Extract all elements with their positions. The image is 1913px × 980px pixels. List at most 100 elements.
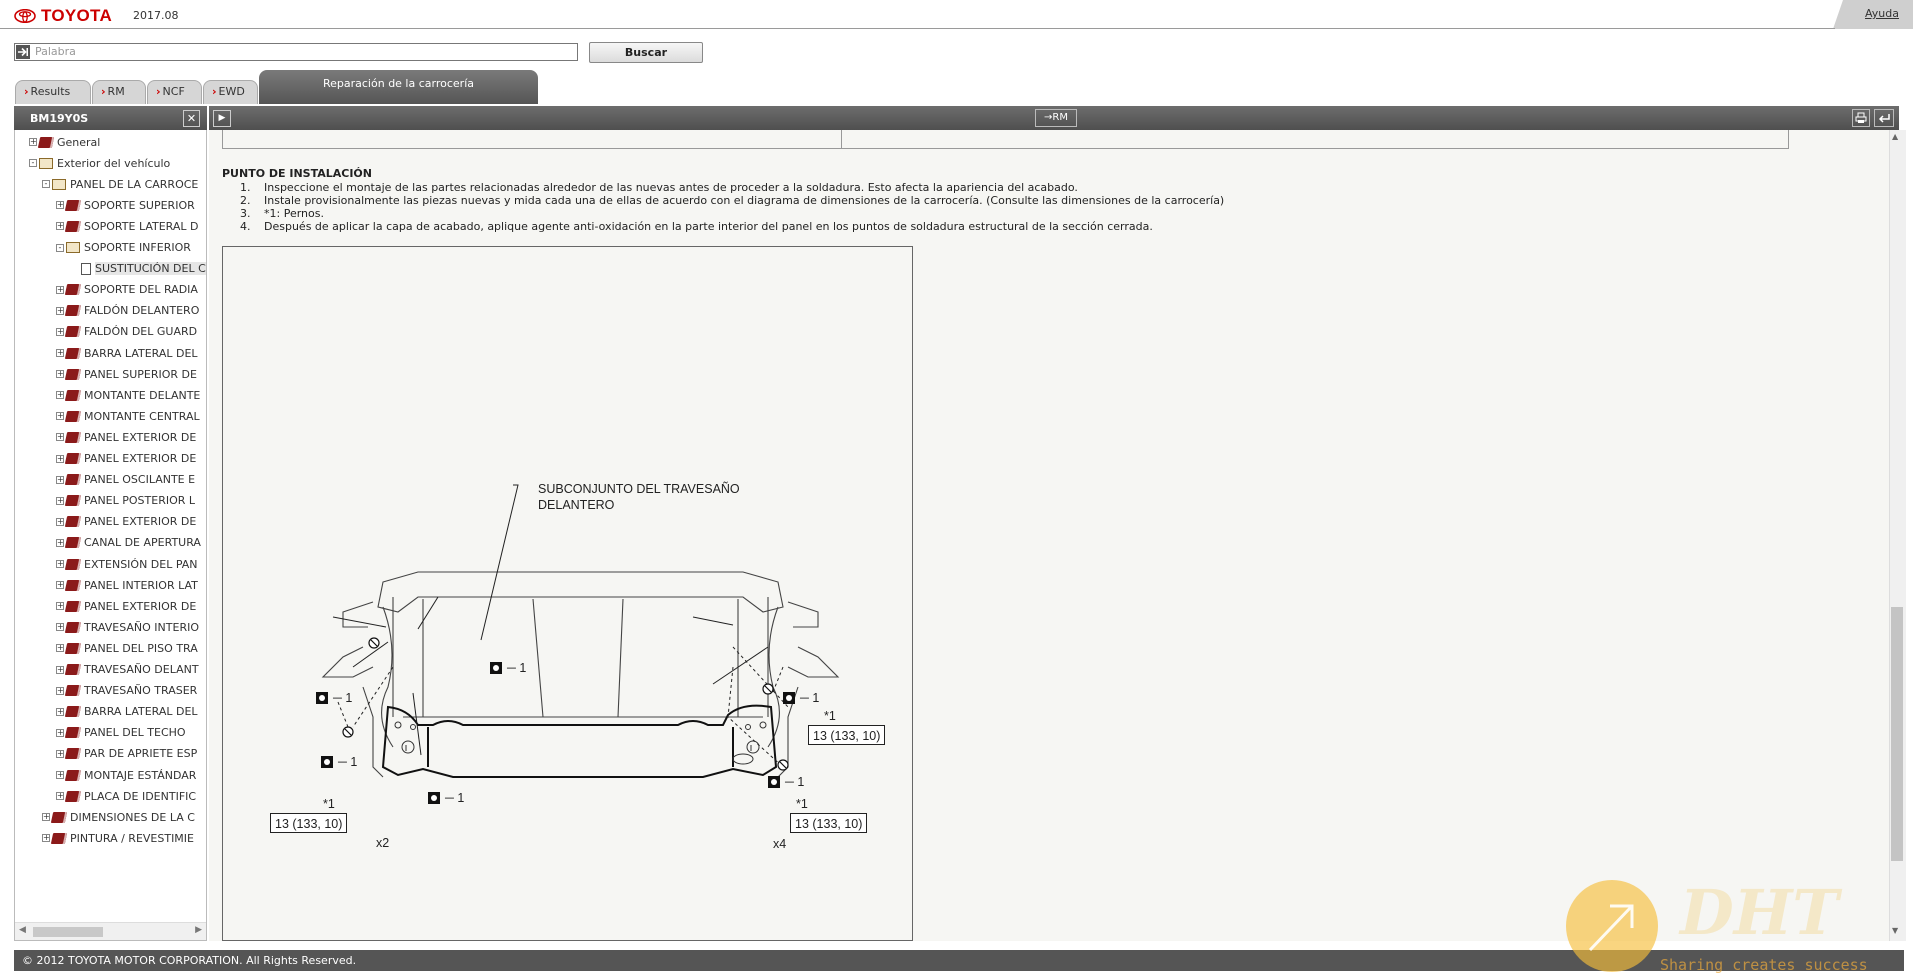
- expand-icon[interactable]: +: [56, 706, 64, 716]
- expand-icon[interactable]: +: [56, 559, 64, 568]
- scroll-right-icon[interactable]: ▶: [195, 925, 202, 935]
- tree-item[interactable]: +MONTANTE CENTRAL: [56, 408, 200, 424]
- tree-item[interactable]: +SOPORTE SUPERIOR: [56, 197, 195, 213]
- scroll-left-icon[interactable]: ◀: [19, 925, 26, 935]
- callout-text: ─ 1: [445, 791, 465, 805]
- scroll-up-icon[interactable]: ▲: [1892, 132, 1899, 141]
- tree-item[interactable]: +PANEL EXTERIOR DE: [56, 514, 196, 530]
- tree-item[interactable]: +FALDÓN DEL GUARD: [56, 324, 197, 340]
- tree-item[interactable]: +TRAVESAÑO DELANT: [56, 662, 199, 678]
- tree-item-label: EXTENSIÓN DEL PAN: [84, 557, 198, 571]
- copyright-footer: © 2012 TOYOTA MOTOR CORPORATION. All Rig…: [14, 950, 1904, 971]
- tree-item[interactable]: +DIMENSIONES DE LA C: [42, 809, 195, 825]
- expand-icon[interactable]: +: [56, 474, 64, 484]
- tree-item[interactable]: +PINTURA / REVESTIMIE: [42, 830, 194, 846]
- tree-item[interactable]: +PANEL SUPERIOR DE: [56, 366, 197, 382]
- tree-item[interactable]: +PANEL INTERIOR LAT: [56, 577, 198, 593]
- expand-icon[interactable]: +: [56, 537, 64, 547]
- tab-body-repair[interactable]: Reparación de la carrocería: [259, 70, 538, 104]
- expand-icon[interactable]: +: [56, 643, 64, 653]
- book-icon: [64, 685, 82, 697]
- expand-icon[interactable]: +: [56, 601, 64, 611]
- expand-icon[interactable]: +: [56, 516, 64, 526]
- scroll-down-icon[interactable]: ▼: [1892, 926, 1899, 935]
- rm-link-button[interactable]: →RM: [1035, 109, 1077, 127]
- tree-item[interactable]: +PAR DE APRIETE ESP: [56, 746, 197, 762]
- search-button[interactable]: Buscar: [589, 42, 703, 63]
- callout-text: ─ 1: [507, 661, 527, 675]
- collapse-icon[interactable]: -: [29, 159, 37, 168]
- expand-icon[interactable]: +: [56, 200, 64, 210]
- scrollbar-thumb[interactable]: [1891, 607, 1903, 861]
- expand-icon[interactable]: +: [56, 791, 64, 801]
- expand-icon[interactable]: +: [29, 137, 37, 146]
- tree-item[interactable]: +TRAVESAÑO INTERIO: [56, 619, 199, 635]
- tree-item[interactable]: +PLACA DE IDENTIFIC: [56, 788, 196, 804]
- back-button[interactable]: [1874, 109, 1894, 127]
- tree-item[interactable]: +SOPORTE DEL RADIA: [56, 282, 198, 298]
- tree-item[interactable]: -PANEL DE LA CARROCE: [42, 176, 198, 192]
- expand-icon[interactable]: +: [56, 348, 64, 357]
- tree-item[interactable]: +MONTAJE ESTÁNDAR: [56, 767, 196, 783]
- rm-button-label: RM: [1052, 112, 1068, 123]
- expand-icon[interactable]: +: [42, 833, 50, 843]
- collapse-icon[interactable]: -: [56, 243, 64, 252]
- expand-icon[interactable]: +: [56, 326, 64, 336]
- brand-name: TOYOTA: [41, 6, 113, 25]
- scrollbar-thumb[interactable]: [33, 927, 103, 937]
- tree-item[interactable]: -SOPORTE INFERIOR: [56, 240, 191, 256]
- tree-item[interactable]: +PANEL EXTERIOR DE: [56, 451, 196, 467]
- collapse-icon[interactable]: -: [42, 180, 50, 189]
- close-panel-button[interactable]: ✕: [183, 110, 200, 127]
- tree-item[interactable]: +PANEL EXTERIOR DE: [56, 429, 196, 445]
- tab-ncf[interactable]: ›NCF: [147, 80, 202, 104]
- tree-item-label: PANEL POSTERIOR L: [84, 494, 196, 508]
- tree-item[interactable]: +PANEL OSCILANTE E: [56, 472, 195, 488]
- tree-item[interactable]: +PANEL DEL TECHO: [56, 725, 186, 741]
- tree-item[interactable]: +BARRA LATERAL DEL: [56, 704, 198, 720]
- tree-item[interactable]: +General: [29, 134, 100, 150]
- help-link[interactable]: Ayuda: [1865, 7, 1899, 20]
- tree-item[interactable]: +SOPORTE LATERAL D: [56, 218, 198, 234]
- version-label: 2017.08: [133, 9, 179, 22]
- tree-item[interactable]: SUSTITUCIÓN DEL C: [69, 261, 206, 277]
- expand-icon[interactable]: +: [56, 369, 64, 379]
- tree-item[interactable]: + PANEL POSTERIOR L: [56, 493, 195, 509]
- expand-icon[interactable]: +: [56, 390, 64, 400]
- expand-icon[interactable]: +: [56, 305, 64, 315]
- expand-icon[interactable]: +: [56, 221, 64, 231]
- book-icon: [64, 706, 82, 718]
- tree-item-label: TRAVESAÑO TRASER: [84, 684, 198, 698]
- tab-label: EWD: [218, 85, 245, 98]
- expand-icon[interactable]: +: [56, 453, 64, 463]
- expand-icon[interactable]: +: [56, 495, 64, 505]
- expand-panel-button[interactable]: ▶: [213, 110, 231, 127]
- tab-ewd[interactable]: ›EWD: [203, 80, 258, 104]
- expand-icon[interactable]: +: [56, 622, 64, 632]
- arrow-up-right-icon: [1588, 904, 1634, 952]
- tree-item[interactable]: +BARRA LATERAL DEL: [56, 345, 198, 361]
- tree-item[interactable]: +MONTANTE DELANTE: [56, 387, 200, 403]
- expand-icon[interactable]: +: [56, 432, 64, 442]
- expand-icon[interactable]: +: [56, 664, 64, 674]
- tree-item[interactable]: + EXTENSIÓN DEL PAN: [56, 556, 198, 572]
- expand-icon[interactable]: +: [56, 748, 64, 758]
- tree-item[interactable]: -Exterior del vehículo: [29, 155, 170, 171]
- expand-icon[interactable]: +: [56, 770, 64, 779]
- tree-item[interactable]: +FALDÓN DELANTERO: [56, 303, 199, 319]
- tab-results[interactable]: ›Results: [15, 80, 91, 104]
- tree-item[interactable]: + TRAVESAÑO TRASER: [56, 683, 197, 699]
- expand-icon[interactable]: +: [56, 685, 64, 695]
- expand-icon[interactable]: +: [56, 580, 64, 590]
- expand-icon[interactable]: +: [56, 284, 64, 294]
- expand-icon[interactable]: +: [56, 727, 64, 737]
- tree-item[interactable]: +CANAL DE APERTURA: [56, 535, 201, 551]
- print-button[interactable]: [1852, 109, 1870, 127]
- tree-horizontal-scrollbar[interactable]: ◀ ▶: [15, 922, 206, 940]
- tree-item[interactable]: +PANEL DEL PISO TRA: [56, 640, 198, 656]
- tree-item[interactable]: +PANEL EXTERIOR DE: [56, 598, 196, 614]
- tab-rm[interactable]: ›RM: [92, 80, 146, 104]
- expand-icon[interactable]: +: [56, 411, 64, 421]
- search-input[interactable]: Palabra: [14, 43, 578, 61]
- expand-icon[interactable]: +: [42, 812, 50, 822]
